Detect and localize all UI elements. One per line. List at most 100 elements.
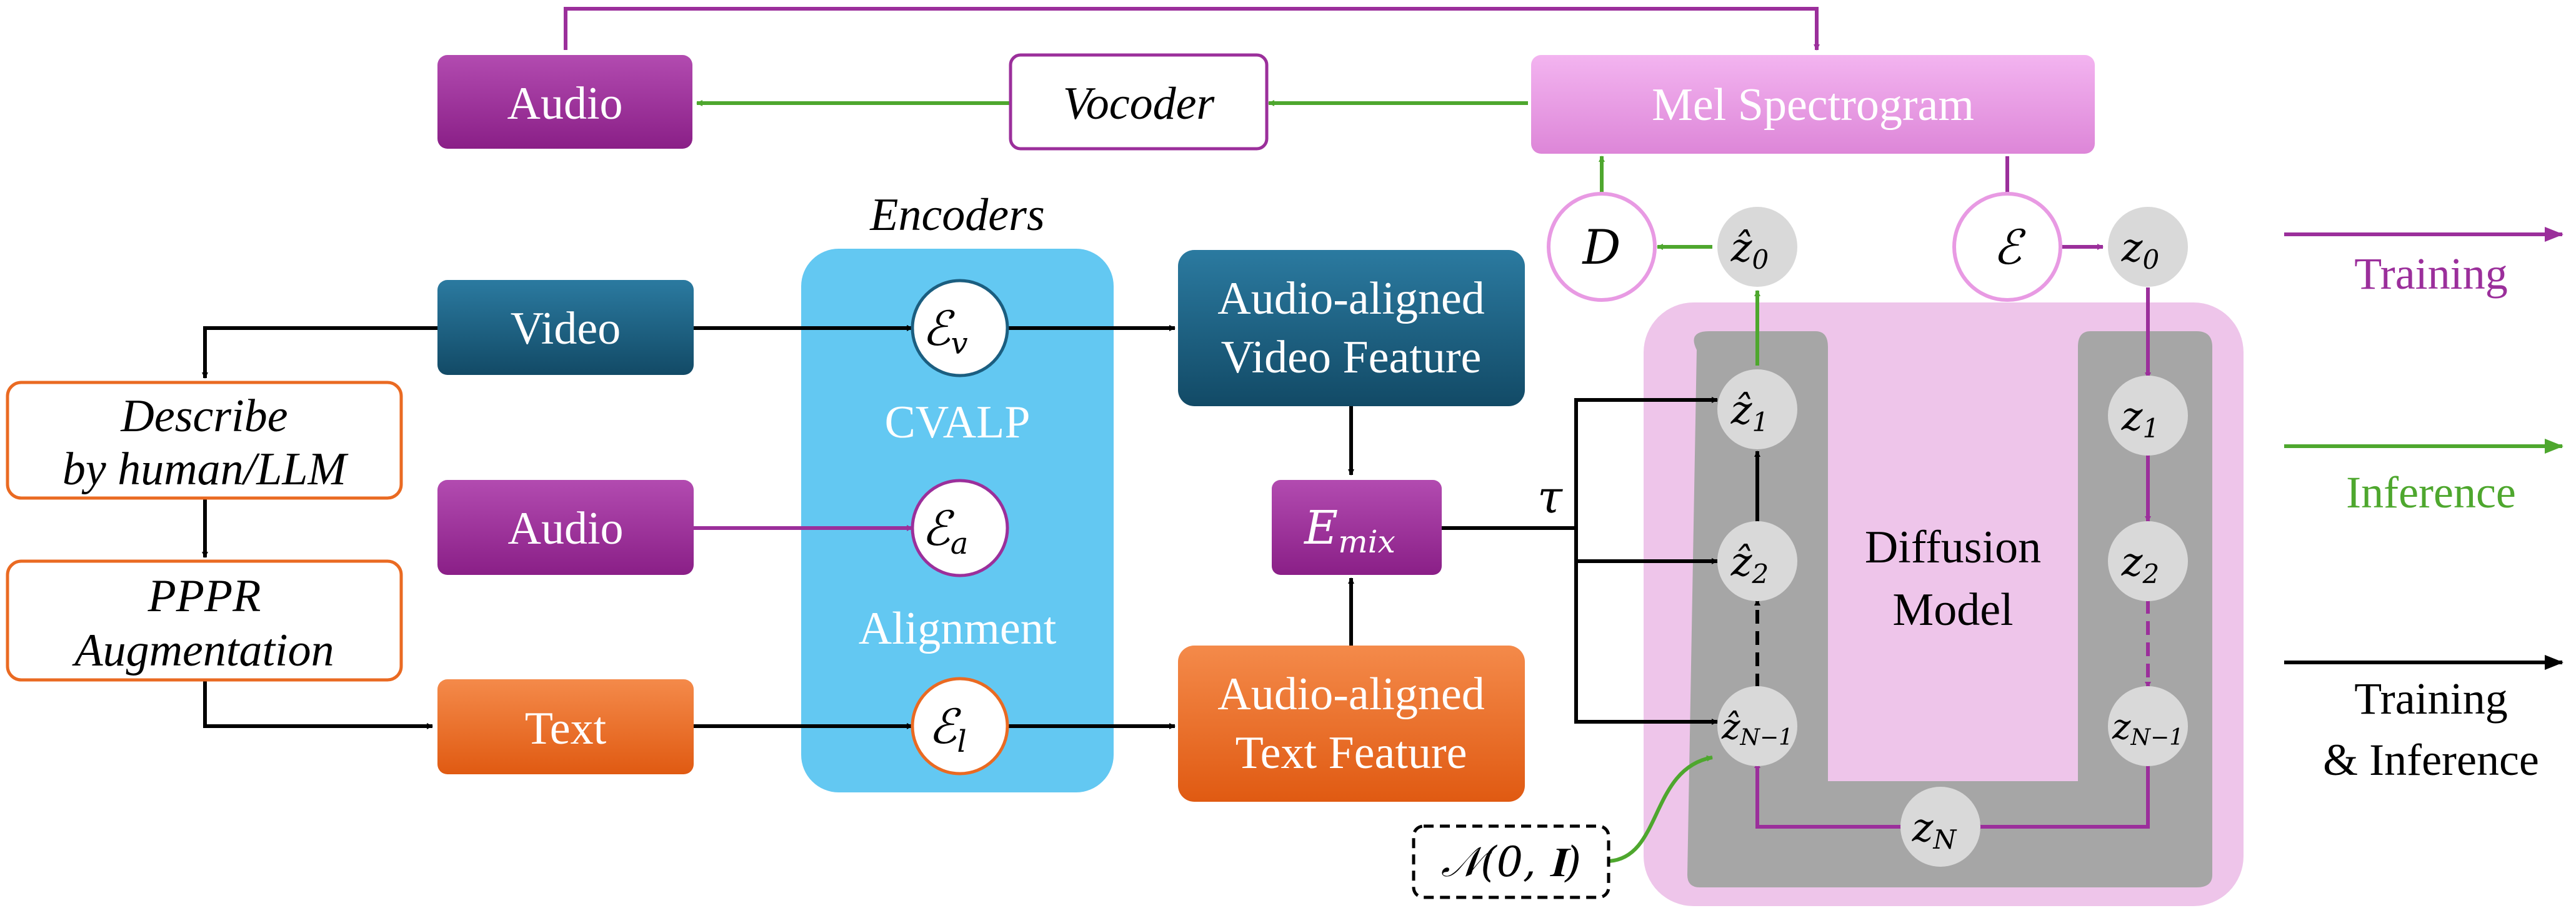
audio-input-label: Audio xyxy=(508,503,624,554)
svg-text:zN−1: zN−1 xyxy=(2112,707,2184,751)
video-box xyxy=(437,280,694,375)
diffusion-label-line2: Model xyxy=(1892,584,2013,636)
z2-sub: 2 xyxy=(2142,559,2159,589)
audio-output-box xyxy=(437,55,692,149)
zn-base: z xyxy=(1912,805,1934,851)
diffusion-label-line1: Diffusion xyxy=(1865,522,2041,573)
zhat2-node: ẑ2 xyxy=(1717,521,1797,601)
svg-text:Emix: Emix xyxy=(1303,501,1395,560)
legend-both-label-line2: & Inference xyxy=(2323,735,2539,785)
mel-spectrogram-box xyxy=(1531,55,2095,154)
describe-box xyxy=(6,381,403,500)
noise-box xyxy=(1412,824,1610,899)
zn-sub: N xyxy=(1932,824,1957,855)
z0-node: z0 xyxy=(2108,207,2188,287)
video-feature-line1: Audio-aligned xyxy=(1217,273,1484,324)
emix-symbol: E xyxy=(1303,501,1338,555)
legend-inference-label: Inference xyxy=(2346,467,2516,517)
audio-encoder-symbol: ℰ xyxy=(922,501,955,556)
svg-text:z0: z0 xyxy=(2121,225,2159,275)
zhat1-base: ẑ xyxy=(1730,387,1753,434)
zhatn1-base: ẑ xyxy=(1721,707,1740,747)
describe-label-line2: by human/LLM xyxy=(62,444,349,495)
describe-label-line1: Describe xyxy=(120,391,287,442)
text-feature-box xyxy=(1178,646,1525,802)
decoder-node: D xyxy=(1547,192,1657,302)
video-encoder-subscript: v xyxy=(951,326,967,361)
pppr-label-line2: Augmentation xyxy=(71,625,334,676)
z0-sub: 0 xyxy=(2142,244,2159,275)
text-feature-line1: Audio-aligned xyxy=(1217,669,1484,720)
zhat1-sub: 1 xyxy=(1752,407,1769,437)
emix-subscript: mix xyxy=(1338,524,1395,560)
audio-input-box xyxy=(437,480,694,575)
svg-text:ẑ2: ẑ2 xyxy=(1730,539,1769,589)
arrow-noise-to-zhatn1 xyxy=(1609,755,1713,863)
video-feature-line2: Video Feature xyxy=(1221,332,1482,383)
video-encoder-symbol: ℰ xyxy=(922,301,955,356)
svg-text:ẑ1: ẑ1 xyxy=(1730,387,1769,437)
z1-base: z xyxy=(2121,394,2144,440)
z2-node: z2 xyxy=(2108,521,2188,601)
text-feature-line2: Text Feature xyxy=(1236,727,1467,779)
text-encoder-symbol: ℰ xyxy=(928,699,961,754)
arrow-pppr-to-text xyxy=(203,681,433,729)
video-encoder-node: ℰv xyxy=(911,279,1009,377)
z1-sub: 1 xyxy=(2142,413,2159,444)
text-box xyxy=(437,679,694,774)
zhatn1-sub: N−1 xyxy=(1739,725,1793,751)
audio-output-label: Audio xyxy=(507,78,623,129)
encoder-symbol: ℰ xyxy=(1993,219,2026,275)
zhat2-sub: 2 xyxy=(1751,559,1769,589)
zn1-node: zN−1 xyxy=(2108,686,2188,766)
arrow-zn1-to-zn xyxy=(1974,764,2150,830)
legend-training-label: Training xyxy=(2354,249,2507,299)
text-label: Text xyxy=(525,703,607,754)
svg-text:zN: zN xyxy=(1912,805,1957,855)
tau-label: τ xyxy=(1537,471,1563,523)
z0-base: z xyxy=(2121,225,2144,271)
audio-encoder-subscript: a xyxy=(951,526,969,561)
audio-encoder-node: ℰa xyxy=(911,479,1009,577)
svg-text:ℰl: ℰl xyxy=(928,699,966,759)
encoders-title: Encoders xyxy=(869,189,1045,241)
pppr-label-line1: PPPR xyxy=(147,571,261,622)
z1-node: z1 xyxy=(2108,376,2188,456)
zhat0-base: ẑ xyxy=(1730,225,1753,271)
alignment-label: Alignment xyxy=(859,603,1057,654)
svg-text:ℰv: ℰv xyxy=(922,301,967,361)
z2-base: z xyxy=(2121,539,2144,586)
mel-spectrogram-label: Mel Spectrogram xyxy=(1652,79,1974,131)
arrow-video-to-describe xyxy=(202,326,437,379)
decoder-symbol: D xyxy=(1582,219,1621,275)
svg-text:ẑ0: ẑ0 xyxy=(1730,225,1769,275)
encoder-node: ℰ xyxy=(1952,192,2062,302)
diffusion-u-shape xyxy=(1687,331,2212,887)
svg-text:z1: z1 xyxy=(2121,394,2159,444)
zhatn1-node: ẑN−1 xyxy=(1717,686,1797,766)
cvalp-label: CVALP xyxy=(884,397,1030,448)
pppr-box xyxy=(6,559,403,682)
svg-text:ℰa: ℰa xyxy=(922,501,969,561)
zn-node: zN xyxy=(1900,787,1980,867)
text-encoder-subscript: l xyxy=(957,724,966,759)
zn1-sub: N−1 xyxy=(2130,725,2184,751)
legend-both-label-line1: Training xyxy=(2354,674,2507,724)
zn1-base: z xyxy=(2112,707,2131,747)
zhat0-sub: 0 xyxy=(1752,244,1769,275)
vocoder-label: Vocoder xyxy=(1063,78,1216,129)
arrow-zn-to-zhatn1 xyxy=(1754,762,1909,829)
vocoder-box xyxy=(1009,53,1269,151)
text-encoder-node: ℰl xyxy=(911,677,1009,776)
emix-box xyxy=(1272,480,1442,575)
zhat0-node: ẑ0 xyxy=(1717,207,1797,287)
zhat2-base: ẑ xyxy=(1730,539,1753,586)
svg-text:z2: z2 xyxy=(2121,539,2159,589)
zhat1-node: ẑ1 xyxy=(1717,369,1797,449)
svg-text:ẑN−1: ẑN−1 xyxy=(1721,707,1793,751)
arrow-audio-to-mel xyxy=(564,7,1820,51)
noise-label: 𝒩(0, 𝐈) xyxy=(1441,838,1581,886)
video-feature-box xyxy=(1178,250,1525,406)
